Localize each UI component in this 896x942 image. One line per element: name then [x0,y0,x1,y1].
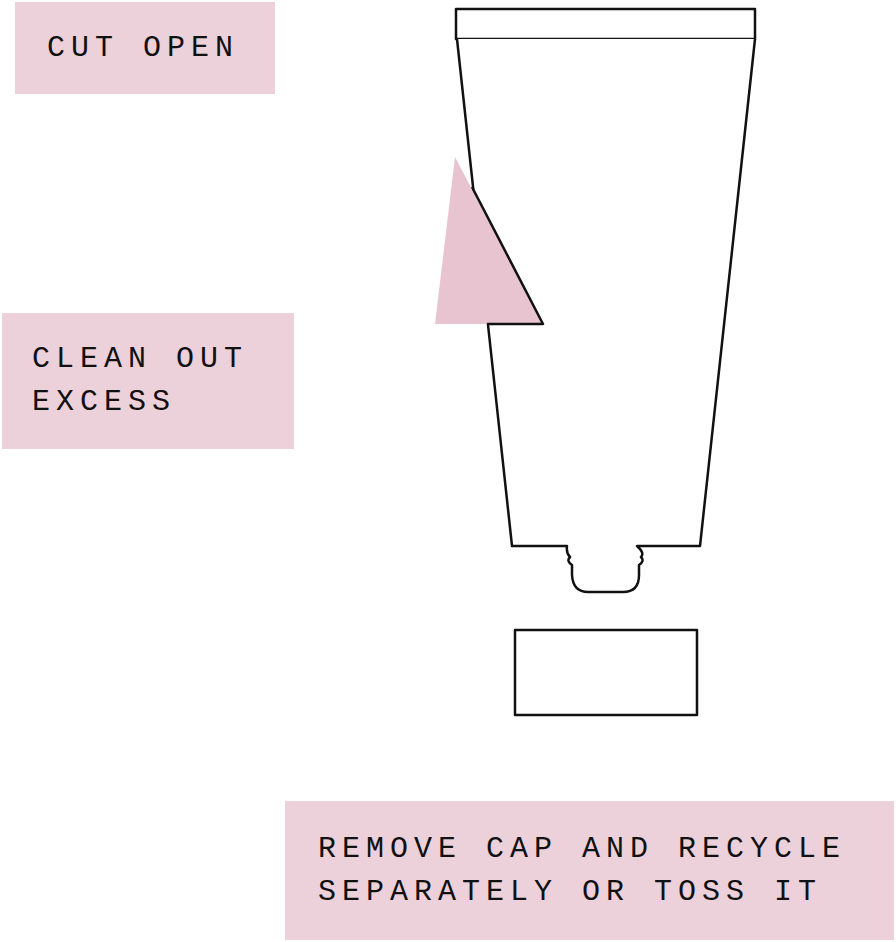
step-label-box: REMOVE CAP AND RECYCLE SEPARATELY OR TOS… [285,801,894,940]
step-label-box: CUT OPEN [15,2,275,94]
cut-flap [435,157,543,324]
tube-cap [515,630,697,715]
step-label: CUT OPEN [47,27,239,70]
step-label: CLEAN OUT EXCESS [32,338,284,424]
step-label-box: CLEAN OUT EXCESS [2,313,294,449]
cut-edge [472,187,543,324]
step-label: REMOVE CAP AND RECYCLE SEPARATELY OR TOS… [318,828,888,914]
tube-crimp-end [456,9,755,39]
